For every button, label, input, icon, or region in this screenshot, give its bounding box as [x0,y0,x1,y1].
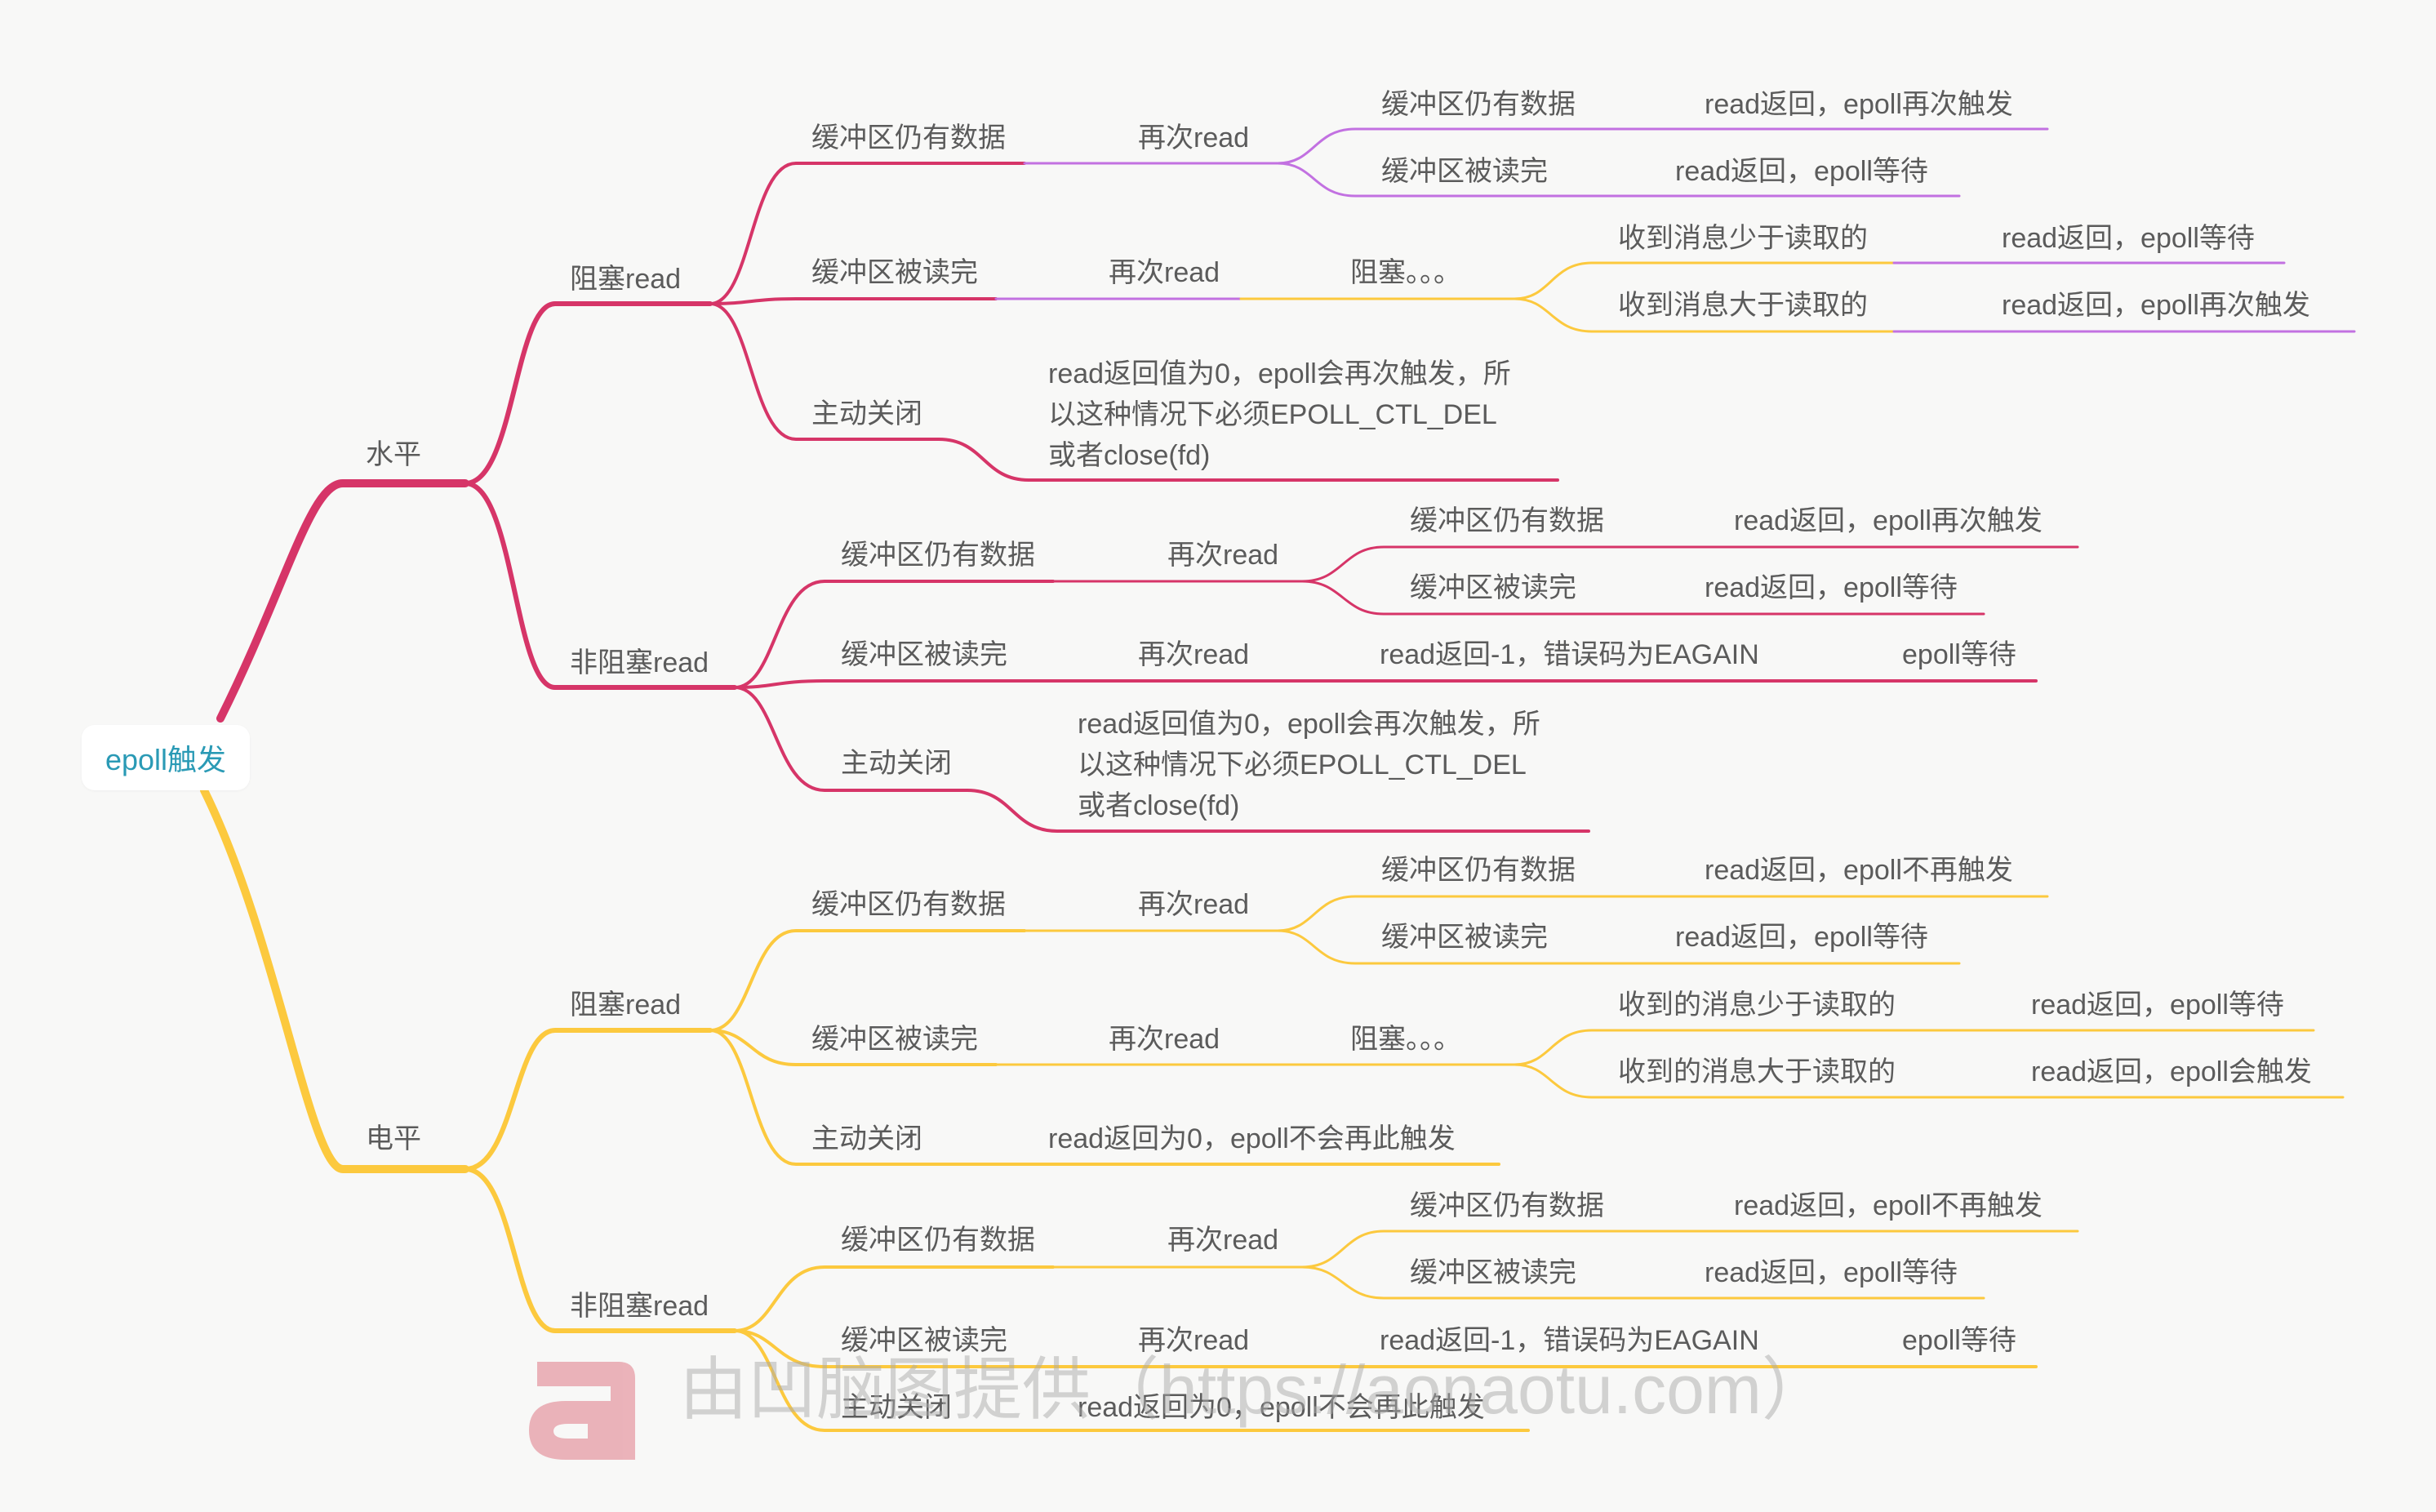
note-line: read返回值为0，epoll会再次触发，所 [1078,709,1540,740]
node-edge-nonblocking-hasdata[interactable]: 缓冲区仍有数据 [841,1225,1035,1256]
note-edge-nonblocking-close[interactable]: read返回为0，epoll不会再此触发 [1078,1392,1485,1423]
node-level-nonblocking-drained[interactable]: 缓冲区被读完 [841,639,1007,670]
node-blocked[interactable]: 阻塞。。。 [1350,1024,1461,1055]
watermark-text: 由凹脑图提供（https://aonaotu.com） [679,1351,1830,1428]
node-eagain[interactable]: read返回-1，错误码为EAGAIN [1380,639,1759,670]
node-edge-nonblocking-close[interactable]: 主动关闭 [841,1392,952,1423]
node-hasdata-result[interactable]: read返回，epoll不再触发 [1705,855,2013,886]
node-epoll-wait[interactable]: epoll等待 [1902,1325,2016,1356]
node-drained-result[interactable]: read返回，epoll等待 [1705,572,1958,603]
node-edge-blocking[interactable]: 阻塞read [570,989,682,1021]
edge-root-level [216,479,469,723]
note-line: 或者close(fd) [1048,440,1211,471]
root-label: epoll触发 [104,743,227,776]
node-less-label[interactable]: 收到消息少于读取的 [1618,223,1868,254]
node-hasdata-result[interactable]: read返回，epoll再次触发 [1705,89,2013,120]
node-edge-nonblocking-drained[interactable]: 缓冲区被读完 [841,1325,1007,1356]
note-line: read返回值为0，epoll会再次触发，所 [1048,358,1511,389]
node-drained-label[interactable]: 缓冲区被读完 [1410,572,1576,603]
node-level-blocking-hasdata-again[interactable]: 再次read [1138,122,1250,153]
node-edge-blocking-drained[interactable]: 缓冲区被读完 [811,1024,978,1055]
node-more-result[interactable]: read返回，epoll再次触发 [2002,290,2310,321]
node-level[interactable]: 水平 [366,439,421,470]
node-more-result[interactable]: read返回，epoll会触发 [2031,1056,2312,1087]
node-less-label[interactable]: 收到的消息少于读取的 [1618,989,1896,1021]
node-hasdata-label[interactable]: 缓冲区仍有数据 [1410,1190,1604,1221]
node-edge-nonblocking-hasdata-again[interactable]: 再次read [1167,1225,1279,1256]
note-line: 以这种情况下必须EPOLL_CTL_DEL [1078,749,1527,780]
aonaotu-logo-icon [529,1362,635,1460]
node-edge-blocking-close[interactable]: 主动关闭 [811,1123,922,1154]
node-drained-result[interactable]: read返回，epoll等待 [1675,922,1928,953]
node-hasdata-label[interactable]: 缓冲区仍有数据 [1381,855,1576,886]
node-level-blocking-drained-again[interactable]: 再次read [1109,257,1220,288]
node-eagain[interactable]: read返回-1，错误码为EAGAIN [1380,1325,1759,1356]
edge-root-edge [200,786,469,1173]
node-less-result[interactable]: read返回，epoll等待 [2031,989,2284,1021]
note-line: 以这种情况下必须EPOLL_CTL_DEL [1048,399,1497,430]
node-hasdata-result[interactable]: read返回，epoll不再触发 [1734,1190,2043,1221]
node-edge-blocking-hasdata[interactable]: 缓冲区仍有数据 [811,889,1006,920]
node-drained-result[interactable]: read返回，epoll等待 [1705,1257,1958,1288]
node-level-nonblocking[interactable]: 非阻塞read [570,647,709,678]
note-level-blocking-close[interactable]: read返回值为0，epoll会再次触发，所 以这种情况下必须EPOLL_CTL… [1048,354,1511,476]
node-level-blocking-drained[interactable]: 缓冲区被读完 [811,257,978,288]
node-drained-label[interactable]: 缓冲区被读完 [1410,1257,1576,1288]
node-blocked[interactable]: 阻塞。。。 [1350,257,1461,288]
note-line: 或者close(fd) [1078,790,1240,821]
note-edge-blocking-close[interactable]: read返回为0，epoll不会再此触发 [1048,1123,1456,1154]
node-edge[interactable]: 电平 [366,1123,421,1154]
node-level-blocking[interactable]: 阻塞read [570,264,682,295]
node-edge-nonblocking-drained-again[interactable]: 再次read [1138,1325,1250,1356]
node-more-label[interactable]: 收到的消息大于读取的 [1618,1056,1896,1087]
node-edge-blocking-hasdata-again[interactable]: 再次read [1138,889,1250,920]
node-drained-result[interactable]: read返回，epoll等待 [1675,156,1928,187]
node-edge-nonblocking[interactable]: 非阻塞read [570,1291,709,1322]
node-level-nonblocking-drained-again[interactable]: 再次read [1138,639,1250,670]
node-level-nonblocking-hasdata-again[interactable]: 再次read [1167,540,1279,571]
node-level-nonblocking-hasdata[interactable]: 缓冲区仍有数据 [841,540,1035,571]
node-drained-label[interactable]: 缓冲区被读完 [1381,922,1548,953]
node-level-blocking-hasdata[interactable]: 缓冲区仍有数据 [811,122,1006,153]
root-node[interactable]: epoll触发 [82,725,250,790]
node-more-label[interactable]: 收到消息大于读取的 [1618,290,1868,321]
node-level-blocking-close[interactable]: 主动关闭 [811,398,922,429]
node-hasdata-result[interactable]: read返回，epoll再次触发 [1734,505,2043,536]
node-hasdata-label[interactable]: 缓冲区仍有数据 [1410,505,1604,536]
node-less-result[interactable]: read返回，epoll等待 [2002,223,2255,254]
node-hasdata-label[interactable]: 缓冲区仍有数据 [1381,89,1576,120]
note-level-nonblocking-close[interactable]: read返回值为0，epoll会再次触发，所 以这种情况下必须EPOLL_CTL… [1078,704,1540,826]
node-edge-blocking-drained-again[interactable]: 再次read [1109,1024,1220,1055]
node-drained-label[interactable]: 缓冲区被读完 [1381,156,1548,187]
node-epoll-wait[interactable]: epoll等待 [1902,639,2016,670]
node-level-nonblocking-close[interactable]: 主动关闭 [841,748,952,779]
